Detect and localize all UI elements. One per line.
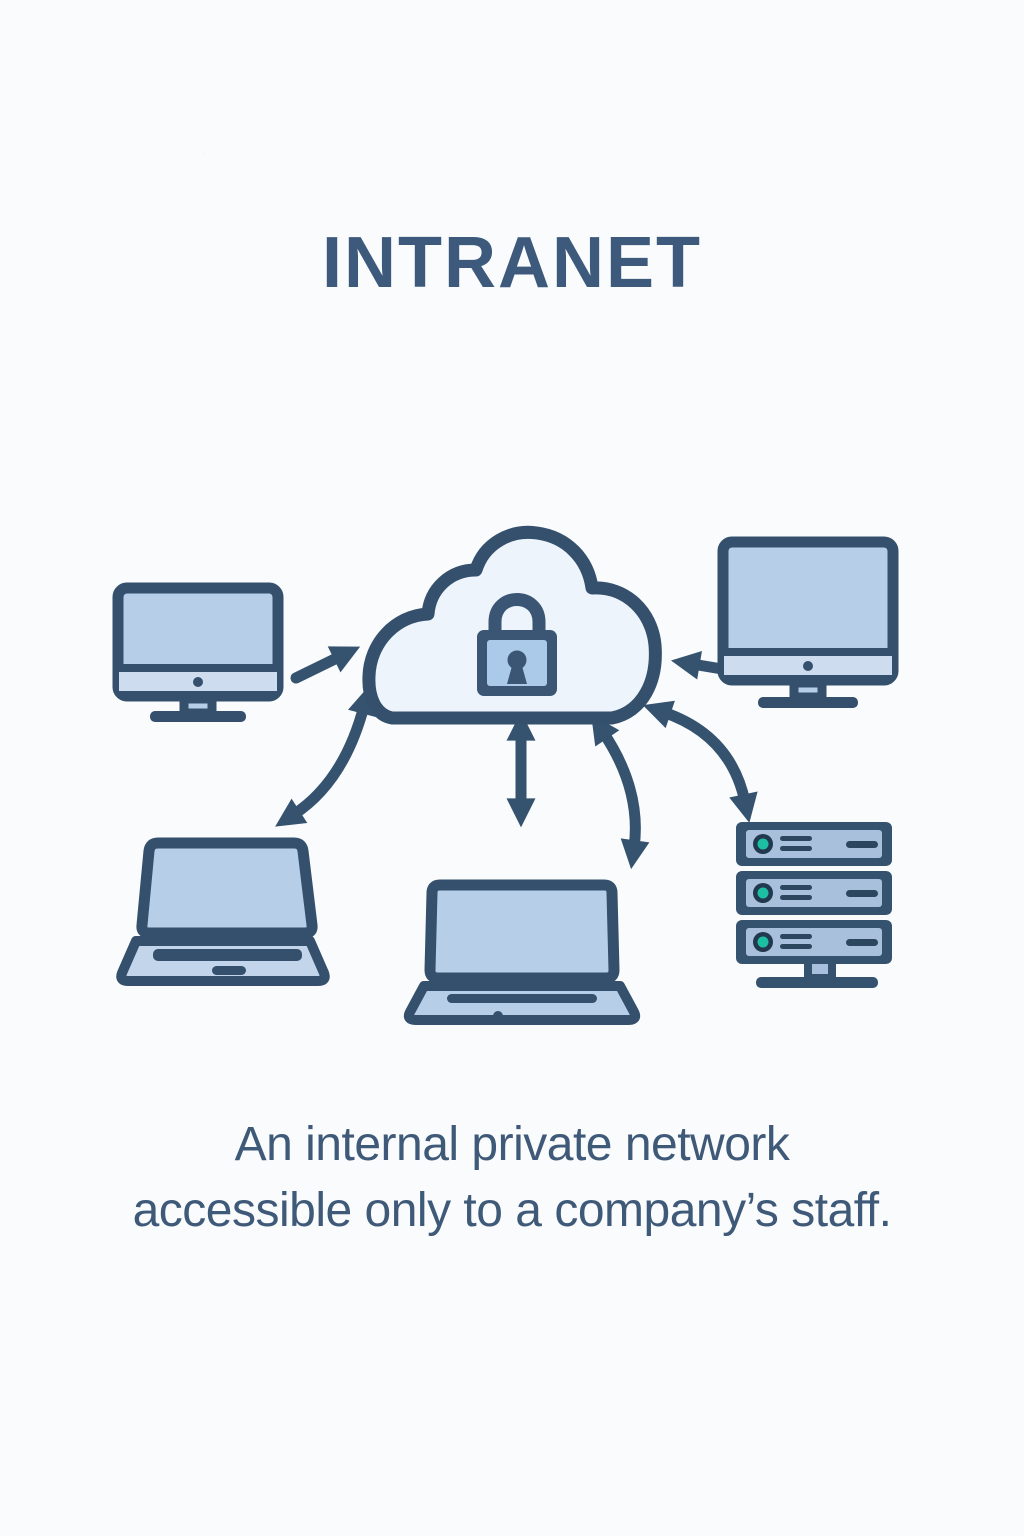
definition-caption: An internal private network accessible o… (0, 1112, 1024, 1244)
latch (493, 1011, 503, 1021)
caption-line-2: accessible only to a company’s staff. (132, 1184, 892, 1238)
keyboard (447, 994, 597, 1003)
arrow-cloud-laptop-center-curved (591, 714, 650, 870)
arrow-cloud-server (642, 700, 758, 823)
cloud-icon (362, 525, 662, 725)
laptop-center-icon (403, 879, 641, 1025)
laptop-left-icon (116, 837, 330, 986)
arrow-cloud-laptop-left (275, 685, 377, 827)
keyhole (507, 650, 527, 670)
desktop-monitor-left-icon (112, 582, 284, 722)
diagram-canvas (112, 525, 899, 1025)
led-indicator (757, 887, 769, 899)
lock-icon (477, 593, 557, 696)
led-indicator (757, 838, 769, 850)
keyboard (153, 949, 302, 961)
desktop-monitor-right-icon (717, 536, 899, 708)
server-unit (736, 920, 892, 964)
arrow-desktop-left-to-cloud (290, 646, 361, 684)
led-indicator (757, 936, 769, 948)
server-unit (736, 822, 892, 866)
page-title: INTRANET (322, 223, 702, 303)
server-rack-icon (736, 822, 892, 988)
caption-line-1: An internal private network (234, 1118, 790, 1171)
intranet-diagram (0, 500, 1024, 1060)
touchpad (212, 966, 246, 975)
server-unit (736, 871, 892, 915)
